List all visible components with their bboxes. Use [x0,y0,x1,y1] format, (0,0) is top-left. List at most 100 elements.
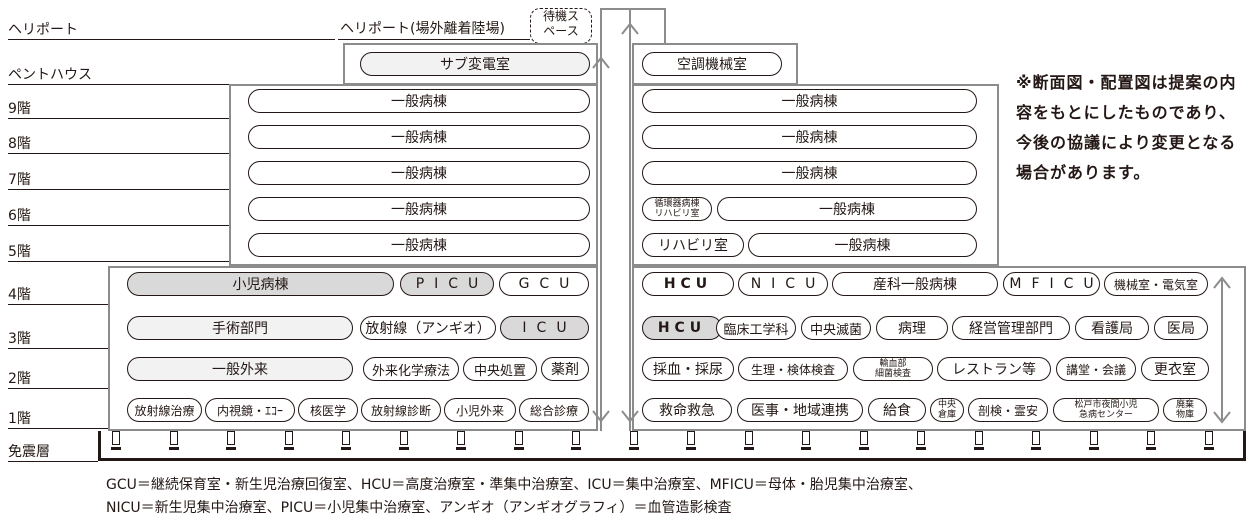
f4-mficu: MFICU [1003,272,1100,296]
f3-radiation-angio: 放射線（アンギオ） [360,316,496,340]
floor-label-penthouse: ペントハウス [8,67,92,83]
f4-hcu: HCU [642,272,734,296]
elevator-shaft-top [600,8,666,44]
floor-label-3: 3階 [8,331,31,347]
floor-label-2: 2階 [8,371,31,387]
f4-picu: PICU [400,272,494,296]
f1-pediatric-outpatient: 小児外来 [444,398,516,422]
f1-general-diagnosis: 総合診療 [519,398,589,422]
floor-label-heliport: ヘリポート [8,22,78,38]
floor-line-penthouse [8,84,348,85]
floor-line-7 [8,189,231,190]
isolator-column [859,431,868,445]
isolator-base [456,447,466,450]
penthouse-sub-substation: サブ変電室 [360,52,590,76]
f1-endoscopy-echo: 内視鏡・ｴｺｰ [205,398,295,422]
f1-meals: 給食 [868,398,926,422]
isolator-column [112,431,120,445]
isolator-column [629,431,638,445]
f9-general-ward-left: 一般病棟 [248,89,590,113]
f9-general-ward-right: 一般病棟 [642,89,977,113]
isolator-column [227,431,235,445]
arrow-right-down-head [1213,411,1231,424]
floor-line-1 [8,428,108,429]
floor-line-6 [8,225,231,226]
f1-autopsy-mortuary: 剖検・霊安 [968,398,1048,422]
f2-blood-urine: 採血・採尿 [642,357,734,381]
f3-clinical-engineering: 臨床工学科 [716,316,796,340]
f2-restaurant: レストラン等 [937,357,1051,381]
f4-gcu: GCU [499,272,589,296]
isolator-base [858,447,869,450]
f2-transfusion-bacteria: 輸血部 細菌検査 [853,357,933,381]
isolator-column [457,431,465,445]
arrow-down-right-head [621,410,639,423]
arrow-down-left-head [592,410,610,423]
floor-label-4: 4階 [8,287,31,303]
isolator-base [916,447,926,450]
f1-radiotherapy: 放射線治療 [127,398,202,422]
isolator-base [1203,447,1214,450]
floor-label-8: 8階 [8,136,31,152]
legend-line-1: GCU＝継続保育室・新生児治療回復室、HCU＝高度治療室・準集中治療室、ICU＝… [106,477,922,493]
heliport-label: ヘリポート(場外離着陸場) [340,21,505,37]
isolator-column [572,431,580,445]
isolator-column [399,431,408,445]
isolator-column [802,431,810,445]
arrow-up-top-head [621,22,639,35]
f1-night-pediatric-center: 松戸市夜間小児 急病センター [1053,398,1159,422]
isolator-column [744,431,753,445]
isolator-base [341,447,351,450]
standby-line1: 待機ス [542,9,579,23]
disclaimer-note: ※断面図・配置図は提案の内容をもとにしたものであり、今後の協議により変更となる場… [1016,73,1237,182]
isolator-base [686,447,696,450]
f6-general-ward-left: 一般病棟 [248,197,590,221]
f1-waste-storage: 廃棄 物庫 [1163,398,1207,422]
isolator-column [1147,431,1155,445]
f4-obstetric-ward: 産科一般病棟 [832,272,998,296]
isolator-column [974,431,983,445]
floor-line-5 [8,261,231,262]
f4-machine-electrical-room: 機械室・電気室 [1104,272,1208,296]
f1-central-storage: 中央 倉庫 [930,398,964,422]
f1-medical-affairs: 医事・地域連携 [737,398,863,422]
f2-central-treatment: 中央処置 [463,357,537,381]
f3-icu: ICU [500,316,589,340]
f2-general-outpatient: 一般外来 [127,357,353,381]
f8-general-ward-right: 一般病棟 [642,125,977,149]
arrow-right-up-head [1213,276,1231,289]
isolator-base [628,447,639,450]
f2-lecture-hall: 講堂・会議 [1056,357,1136,381]
floor-label-1: 1階 [8,411,31,427]
floor-line-8 [8,153,231,154]
isolator-column [514,431,523,445]
isolator-column [917,431,925,445]
heliport-underline [338,39,530,40]
f3-medical-office: 医局 [1154,316,1208,340]
f7-general-ward-right: 一般病棟 [642,161,977,185]
legend-line-2: NICU＝新生児集中治療室、PICU＝小児集中治療室、アンギオ（アンギオグラフィ… [106,500,732,516]
floor-label-isolation: 免震層 [8,444,50,460]
f1-nuclear-medicine: 核医学 [298,398,358,422]
isolator-base [1088,447,1099,450]
isolator-base [1031,447,1041,450]
floor-line-isolation [8,461,98,462]
f3-hcu: HCU [642,316,722,340]
f4-nicu: NICU [738,272,828,296]
isolator-base [398,447,409,450]
f6-cardio-rehab: 循環器病棟 リハビリ室 [642,197,712,221]
f7-general-ward-left: 一般病棟 [248,161,590,185]
isolator-column [169,431,178,445]
isolator-column [687,431,695,445]
isolator-base [973,447,984,450]
floor-label-6: 6階 [8,208,31,224]
floor-line-heliport [8,39,335,40]
f4-pediatric-ward: 小児病棟 [127,272,394,296]
isolator-base [743,447,754,450]
f5-rehab-room: リハビリ室 [642,233,744,257]
f3-surgery: 手術部門 [127,316,353,340]
f1-emergency: 救命救急 [642,398,732,422]
isolator-column [1089,431,1098,445]
isolator-column [342,431,350,445]
floor-label-7: 7階 [8,172,31,188]
